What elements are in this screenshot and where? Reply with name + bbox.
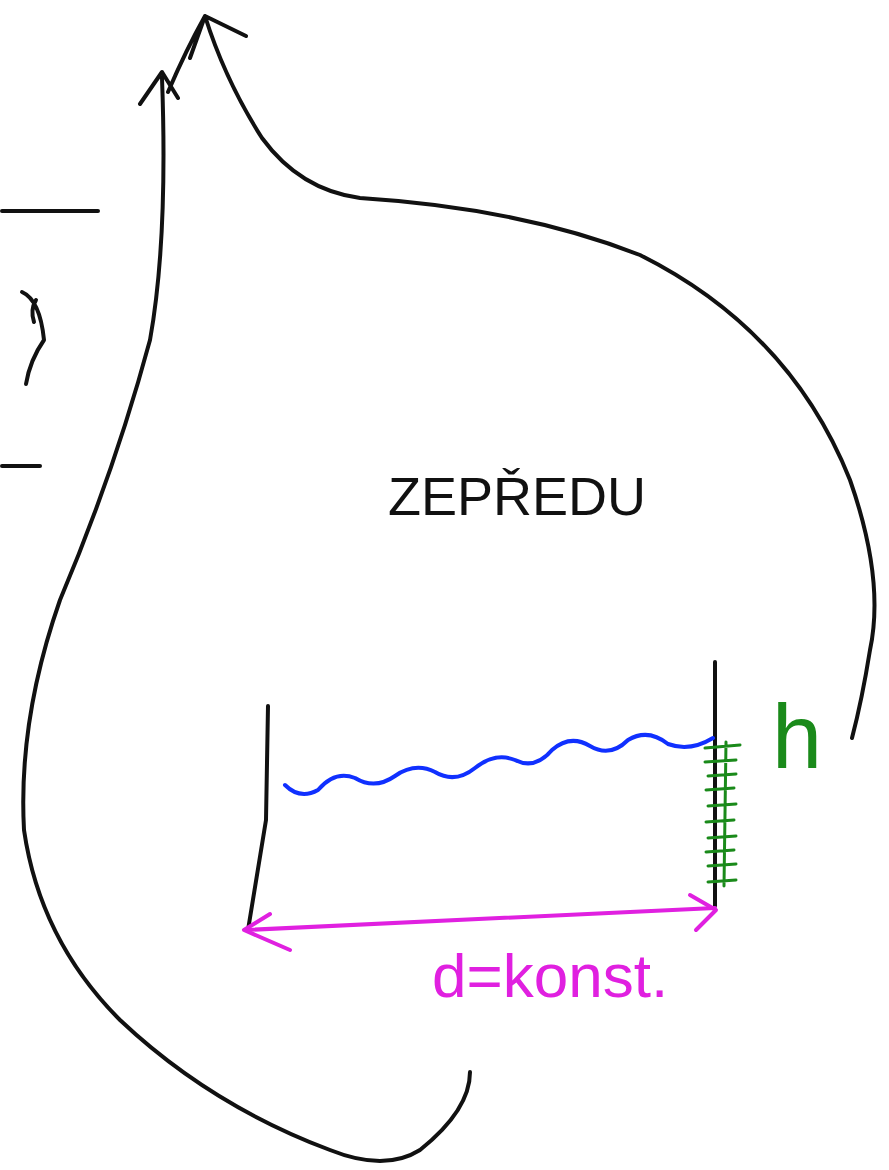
height-label: h <box>772 688 822 787</box>
leader <box>469 1030 472 1062</box>
partial-stroke <box>22 292 44 384</box>
arrowhead <box>244 914 290 950</box>
partial-line <box>2 209 98 213</box>
container-wall <box>248 706 268 930</box>
dimension-label: d=konst. <box>432 942 668 1010</box>
callout-border <box>23 16 874 1161</box>
view-title: ZEPŘEDU <box>388 467 646 526</box>
height-ticks <box>705 742 740 886</box>
arrowhead <box>690 895 716 930</box>
water-surface <box>285 735 713 794</box>
dimension-line <box>246 908 715 930</box>
partial-line <box>2 464 40 468</box>
container-wall <box>713 662 717 906</box>
